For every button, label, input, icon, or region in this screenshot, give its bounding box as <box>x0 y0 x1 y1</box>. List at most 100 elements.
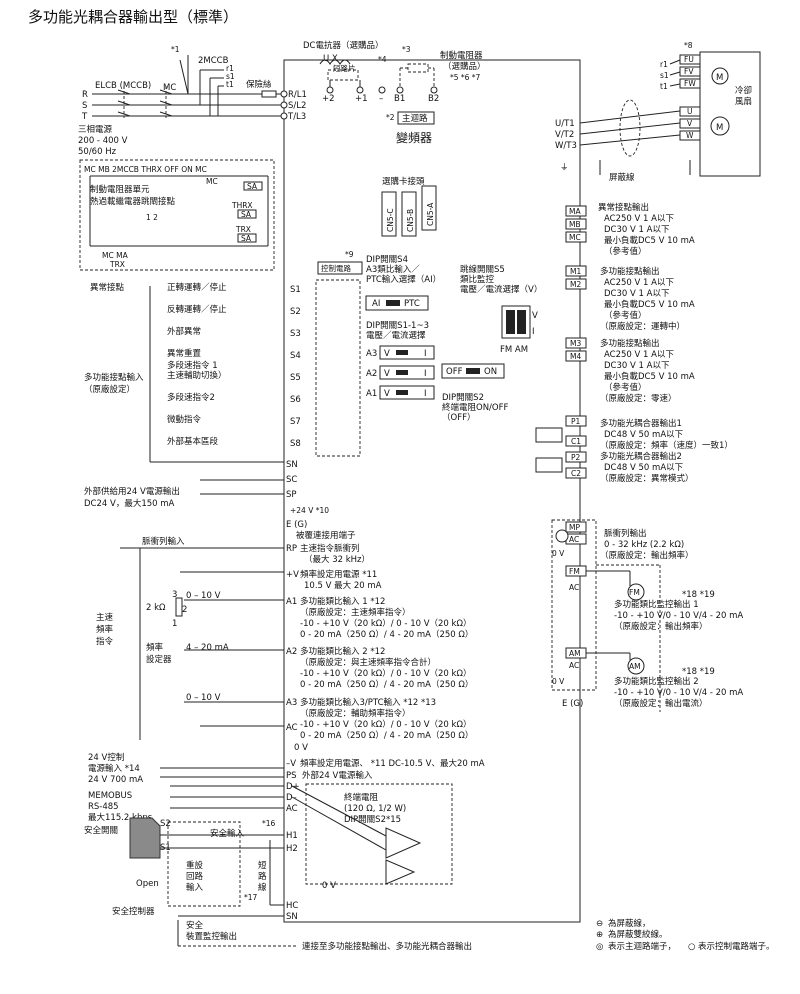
reset-circuit-2: 回路 <box>186 871 204 882</box>
page-title: 多功能光耦合器輸出型（標準） <box>28 8 239 26</box>
analog-0v: 0 V <box>294 743 308 753</box>
ctl-24v-rating: 24 V 700 mA <box>88 775 143 785</box>
plus-24v-label: +24 V *10 <box>290 506 329 515</box>
terminal-dminus: D– <box>286 793 297 803</box>
range-a2: 4 – 20 mA <box>186 643 229 653</box>
ctl-24v-label: 24 V控制 <box>88 752 124 763</box>
terminal-mp-ac: AC <box>569 535 579 544</box>
terminal-m1: M1 <box>570 267 581 276</box>
terminal-mb: MB <box>569 220 581 229</box>
photo-out-2-3: （原廠設定：異常模式） <box>600 473 694 484</box>
dip-s4-line3: PTC輸入選擇（AI） <box>366 274 441 285</box>
dip-s2-line3: （OFF） <box>442 412 475 423</box>
fan-t1: t1 <box>660 82 668 91</box>
fm-desc-1: 多功能類比監控輸出 1 <box>614 599 699 610</box>
main-freq-3: 指令 <box>96 636 114 647</box>
inverter-label: 變頻器 <box>396 130 432 145</box>
dip-s2-on: ON <box>484 367 497 377</box>
terminal-fv: FV <box>684 67 694 76</box>
a1-desc-4: 0 - 20 mA（250 Ω）/ 4 - 20 mA（250 Ω） <box>300 629 473 640</box>
motor-terminal-w: W <box>686 131 694 140</box>
main-freq-1: 主速 <box>96 612 114 623</box>
multi-out-2-6: （原廠設定：零速） <box>600 393 677 404</box>
dip-s4-title: DIP開關S4 <box>366 255 408 265</box>
terminal-s6: S6 <box>290 395 301 405</box>
note-mark-17: *17 <box>244 893 258 902</box>
terminal-rp: RP <box>286 544 297 554</box>
main-motor-label: M <box>716 123 723 133</box>
dip-s1-a2: A2 <box>366 369 377 379</box>
terminal-analog-ac: AC <box>286 723 298 733</box>
terminal-comm-ac: AC <box>286 804 298 814</box>
dip-a3-v: V <box>384 349 390 359</box>
short-wire-3: 線 <box>258 882 267 893</box>
rp-desc-2: （最大 32 kHz） <box>304 554 370 565</box>
terminal-b2: B2 <box>428 94 439 104</box>
terminal-plus1: +1 <box>355 94 368 104</box>
dip-a2-i: I <box>424 369 427 379</box>
safety-controller-label: 安全控制器 <box>112 906 155 917</box>
am-meter-icon <box>627 657 645 675</box>
label-fuse: 保險絲 <box>246 79 272 90</box>
minus-v-desc: 頻率設定用電源、 *11 DC-10.5 V、最大20 mA <box>300 758 485 769</box>
brake-thrx: THRX <box>231 201 253 210</box>
am-0v: 0 V <box>552 677 565 686</box>
a3-desc-2: （原廠設定：輔助頻率指令） <box>300 708 411 719</box>
note-mark-2: *2 <box>386 113 395 122</box>
dip-s2-line2: 終端電阻ON/OFF <box>442 402 508 413</box>
motor-terminal-u: U <box>687 107 693 116</box>
jumper-s5-line3: 電壓／電流選擇（V） <box>460 284 542 295</box>
a1-desc-3: -10 - +10 V（20 kΩ）/ 0 - 10 V（20 kΩ） <box>300 618 471 629</box>
motor-section: *8 FU FV FW r1 s1 t1 M 冷卻 風扇 U V W M U/T… <box>555 41 761 183</box>
fan-motor-label: M <box>716 73 723 83</box>
ext-24v-rating: DC24 V，最大150 mA <box>84 498 175 509</box>
terminal-minus: – <box>379 94 383 104</box>
reset-circuit-3: 輸入 <box>186 882 204 893</box>
terminal-fm-ac: AC <box>569 583 579 592</box>
terminal-s2: S2 <box>290 307 301 317</box>
terminal-am: AM <box>569 649 581 658</box>
multi-out-2-4: 最小負載DC5 V 10 mA <box>604 371 695 382</box>
memobus-speed: 最大115.2 kbps <box>88 812 153 823</box>
terminal-p1: P1 <box>571 417 581 426</box>
terminal-fm: FM <box>569 567 580 576</box>
shield-wire-label: 屏蔽線 <box>609 172 635 183</box>
multi-out-2-1: 多功能接點輸出 <box>600 338 660 349</box>
terminal-s3: S3 <box>290 329 301 339</box>
note-mark-9: *9 <box>345 250 354 259</box>
am-meter-label: AM <box>629 662 641 671</box>
fan-label-2: 風扇 <box>735 96 752 107</box>
brake-resistor-label: 制動電阻器 <box>440 50 483 61</box>
main-motor-icon <box>710 116 730 136</box>
note-mark-8: *8 <box>684 41 693 50</box>
terminal-plus2: +2 <box>322 94 335 104</box>
terminal-a1: A1 <box>286 597 297 607</box>
terminal-rl1: R/L1 <box>288 90 307 100</box>
dc-bus-section: DC電抗器（選購品） U X 短路片 *3 *4 制動電阻器 （選購品） *5 … <box>303 40 486 145</box>
terminal-m2: M2 <box>570 280 581 289</box>
a2-desc-4: 0 - 20 mA（250 Ω）/ 4 - 20 mA（250 Ω） <box>300 679 473 690</box>
terminal-h1: H1 <box>286 831 298 841</box>
terminal-hc: HC <box>286 901 298 911</box>
photo-out-2-1: 多功能光耦合器輸出2 <box>600 451 682 462</box>
jumper-i: I <box>532 327 535 337</box>
terminal-sn: SN <box>286 460 298 470</box>
shorting-bar-label: 短路片 <box>333 63 356 73</box>
brake-trx: TRX <box>235 225 251 234</box>
termination-dip-s2: DIP開關S2*15 <box>344 815 401 825</box>
potentiometer <box>175 597 183 617</box>
input-baseblock: 外部基本區段 <box>167 436 219 447</box>
supply-voltage: 200 - 400 V <box>78 136 128 146</box>
svg-text:⊕: ⊕ <box>596 930 603 940</box>
a1-desc-2: （原廠設定：主速頻率指令） <box>300 607 411 618</box>
option-card-label: 選購卡接頭 <box>382 176 425 187</box>
rp-desc-1: 主速指令脈衝列 <box>300 543 360 554</box>
label-s1: s1 <box>226 72 235 81</box>
option-card-connector: 選購卡接頭 CN5-C CN5-B CN5-A <box>381 176 437 237</box>
freq-setter-1: 頻率 <box>146 642 164 653</box>
bottom-connection-note: 連接至多功能接點輸出、多功能光耦合器輸出 <box>302 941 472 952</box>
supply-frequency: 50/60 Hz <box>78 147 117 157</box>
range-a1: 0 – 10 V <box>186 591 221 601</box>
fan-motor-icon <box>711 67 729 85</box>
input-multistep1-note: 主速輔助切換） <box>167 370 227 381</box>
